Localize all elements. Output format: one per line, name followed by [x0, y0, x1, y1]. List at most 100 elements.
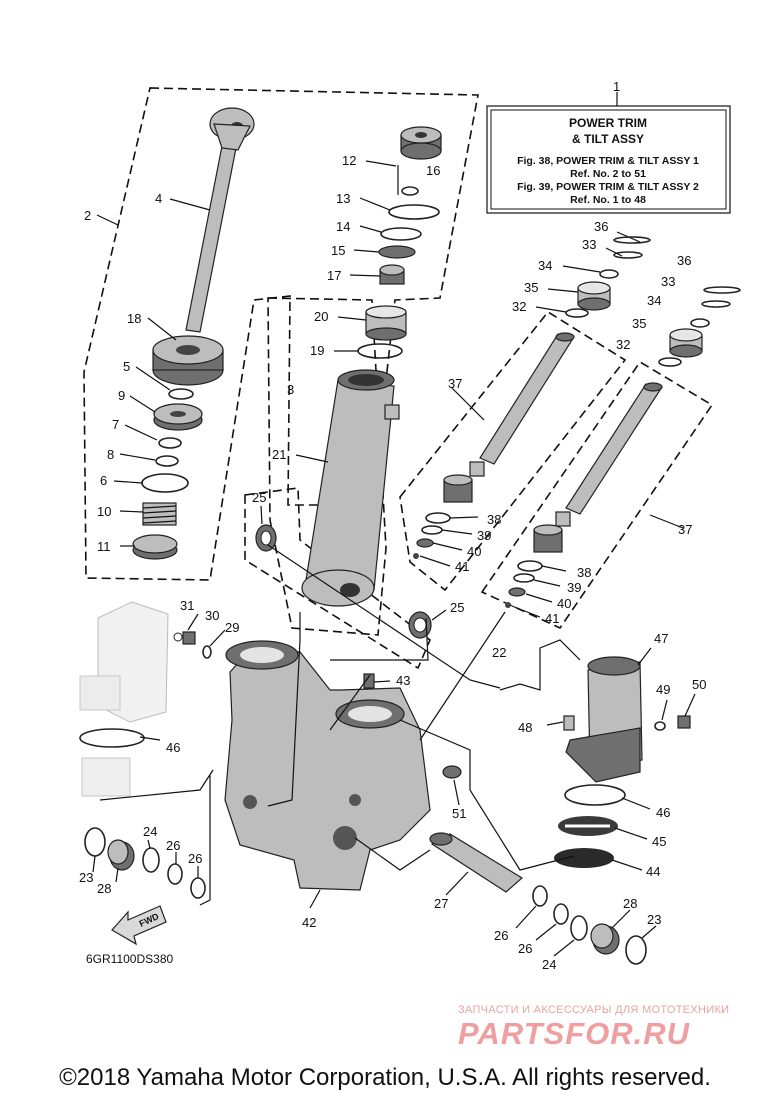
ring-36a — [613, 236, 651, 244]
callout-17: 17 — [327, 268, 341, 283]
ring-36b — [703, 286, 741, 294]
rod-4 — [185, 107, 255, 333]
callout-34-b: 34 — [647, 293, 661, 308]
washer-49 — [654, 721, 666, 731]
ring-23-left — [84, 827, 106, 857]
callout-28-right: 28 — [623, 896, 637, 911]
callout-39-a: 39 — [477, 528, 491, 543]
info-box-ref-4: Ref. No. 1 to 48 — [570, 194, 646, 206]
piston-18 — [152, 335, 224, 386]
ball-41a — [413, 553, 419, 559]
copyright-notice: ©2018 Yamaha Motor Corporation, U.S.A. A… — [59, 1064, 711, 1091]
info-box-title-2: & TILT ASSY — [572, 132, 644, 146]
ring-39b — [513, 573, 535, 583]
callout-5: 5 — [123, 359, 130, 374]
callout-6: 6 — [100, 473, 107, 488]
callout-45: 45 — [652, 834, 666, 849]
callout-24-left: 24 — [143, 824, 157, 839]
callout-37-a: 37 — [448, 376, 462, 391]
callout-15: 15 — [331, 243, 345, 258]
callout-35-b: 35 — [632, 316, 646, 331]
fitting-43 — [363, 673, 375, 689]
callout-44: 44 — [646, 864, 660, 879]
drawing-code: 6GR1100DS380 — [86, 952, 173, 966]
callout-41-a: 41 — [455, 559, 469, 574]
callout-25-right: 25 — [450, 600, 464, 615]
tilt-rod-37a — [443, 332, 575, 503]
ring-33b — [701, 300, 731, 308]
ring-34a — [599, 269, 619, 279]
info-box-title-1: POWER TRIM — [569, 116, 647, 130]
callout-40-a: 40 — [467, 544, 481, 559]
cap-11 — [132, 534, 178, 560]
callout-14: 14 — [336, 219, 350, 234]
callout-13: 13 — [336, 191, 350, 206]
callout-23-left: 23 — [79, 870, 93, 885]
ring-24-left — [142, 847, 160, 873]
watermark-logo: PARTSFOR.RU — [458, 1016, 691, 1051]
callout-7: 7 — [112, 417, 119, 432]
callout-1: 1 — [613, 79, 620, 94]
callout-29: 29 — [225, 620, 239, 635]
callout-35-a: 35 — [524, 280, 538, 295]
callout-36-a: 36 — [594, 219, 608, 234]
plug-28-right — [590, 923, 620, 955]
callout-4: 4 — [155, 191, 162, 206]
watermark-tagline: ЗАПЧАСТИ И АКСЕССУАРЫ ДЛЯ МОТОТЕХНИКИ — [458, 1004, 730, 1016]
callout-12: 12 — [342, 153, 356, 168]
callout-47: 47 — [654, 631, 668, 646]
ring-34b — [690, 318, 710, 328]
callout-9: 9 — [118, 388, 125, 403]
gland-20 — [365, 305, 407, 341]
callout-31: 31 — [180, 598, 194, 613]
ring-5 — [168, 388, 194, 400]
info-box: POWER TRIM & TILT ASSY Fig. 38, POWER TR… — [486, 92, 731, 214]
plug-28-left — [107, 839, 135, 871]
callout-48: 48 — [518, 720, 532, 735]
ring-38a — [425, 512, 451, 524]
motor-screws — [173, 631, 212, 659]
ring-6 — [141, 473, 189, 493]
callout-43: 43 — [396, 673, 410, 688]
ring-7 — [158, 437, 182, 449]
callout-34-a: 34 — [538, 258, 552, 273]
callout-8: 8 — [107, 447, 114, 462]
callout-25-left: 25 — [252, 490, 266, 505]
callout-38-b: 38 — [577, 565, 591, 580]
callout-32-b: 32 — [616, 337, 630, 352]
callout-26-c: 26 — [494, 928, 508, 943]
callout-46-left: 46 — [166, 740, 180, 755]
callout-42: 42 — [302, 915, 316, 930]
callout-26-b: 26 — [188, 851, 202, 866]
ring-13 — [388, 204, 440, 220]
bushing-top — [400, 126, 442, 160]
ball-41b — [505, 602, 511, 608]
gasket-45 — [558, 816, 618, 836]
leader-lines — [92, 160, 696, 957]
callout-11: 11 — [97, 539, 111, 554]
callout-33-a: 33 — [582, 237, 596, 252]
ring-16 — [401, 186, 419, 196]
callout-51: 51 — [452, 806, 466, 821]
nut-17 — [379, 264, 405, 285]
tilt-rod-37b — [533, 382, 663, 553]
fwd-arrow-icon: FWD — [111, 905, 167, 946]
cap-35a — [577, 281, 611, 311]
callout-numbers: 1 2 3 4 5 6 7 8 9 10 11 12 13 14 15 16 1… — [79, 79, 706, 972]
callout-16: 16 — [426, 163, 440, 178]
callout-22: 22 — [492, 645, 506, 660]
ring-26-left-b — [190, 877, 206, 899]
group-outline-3 — [267, 297, 387, 636]
ring-26-left-a — [167, 863, 183, 885]
callout-3: 3 — [287, 382, 294, 397]
callout-46-right: 46 — [656, 805, 670, 820]
callout-19: 19 — [310, 343, 324, 358]
ring-19 — [357, 343, 403, 359]
seal-9 — [153, 403, 203, 431]
callout-18: 18 — [127, 311, 141, 326]
callout-23-right: 23 — [647, 912, 661, 927]
info-box-ref-2: Ref. No. 2 to 51 — [570, 168, 646, 180]
cap-35b — [669, 328, 703, 358]
callout-20: 20 — [314, 309, 328, 324]
